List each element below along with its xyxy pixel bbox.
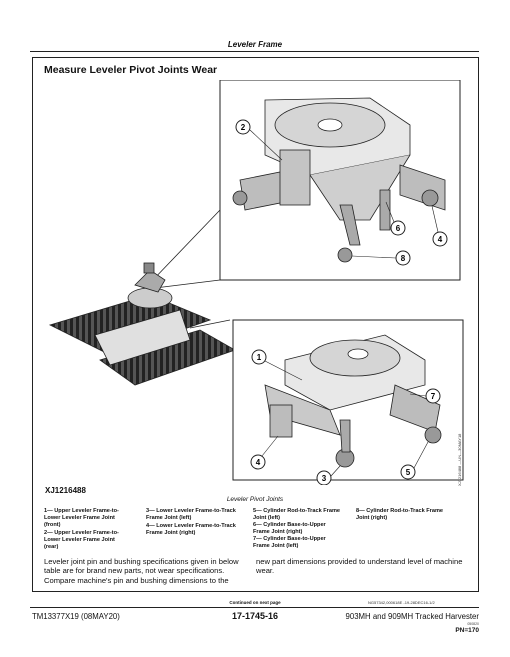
footer-page-number: 17-1745-16 — [231, 611, 279, 621]
page-header-title: Leveler Frame — [227, 40, 283, 49]
figure-vertical-code: XJ1216488 —UN—30MAY18 — [457, 433, 462, 486]
continued-note: Continued on next page — [229, 600, 281, 605]
legend-item-8: 8— Cylinder Rod-to-Track Frame Joint (ri… — [356, 508, 444, 521]
figure-caption: Leveler Pivot Joints — [226, 496, 284, 503]
footer-pn: PN=170 — [455, 627, 479, 634]
top-callouts: 2 4 6 8 — [235, 119, 448, 266]
callout-5-bottom: 5 — [406, 468, 411, 477]
legend-item-1: 1— Upper Leveler Frame-to- Lower Leveler… — [44, 508, 119, 528]
callout-7-bottom: 7 — [431, 392, 436, 401]
callout-2-top: 2 — [241, 123, 246, 132]
cross-reference-code: NG57342,000618E -19-28DEC16-1/2 — [368, 600, 435, 605]
top-detail-drawing — [232, 97, 446, 263]
callout-3-bottom: 3 — [322, 474, 327, 483]
bottom-callouts: 1 7 4 3 5 — [250, 349, 441, 485]
leveler-pivot-joints-illustration: 2 4 6 8 1 7 — [48, 80, 464, 485]
section-title: Measure Leveler Pivot Joints Wear — [44, 64, 218, 76]
footer-manual-id: TM13377X19 (08MAY20) — [32, 612, 120, 621]
body-text-right: new part dimensions provided to understa… — [256, 557, 463, 576]
callout-4-top: 4 — [438, 235, 443, 244]
legend-item-4: 4— Lower Leveler Frame-to-Track Frame Jo… — [146, 523, 236, 536]
legend-item-2: 2— Upper Leveler Frame-to- Lower Leveler… — [44, 530, 119, 550]
legend-item-3: 3— Lower Leveler Frame-to-Track Frame Jo… — [146, 508, 236, 521]
tracked-machine-drawing — [48, 262, 236, 386]
callout-6-top: 6 — [396, 224, 401, 233]
legend-item-7: 7— Cylinder Base-to-Upper Frame Joint (l… — [253, 536, 326, 549]
footer-rule — [30, 607, 479, 608]
callout-1-bottom: 1 — [257, 353, 262, 362]
footer-date-code: 050820 — [467, 622, 479, 626]
callout-4-bottom: 4 — [256, 458, 261, 467]
body-text-left: Leveler joint pin and bushing specificat… — [44, 557, 239, 585]
bottom-detail-drawing — [264, 334, 442, 468]
legend-item-5: 5— Cylinder Rod-to-Track Frame Joint (le… — [253, 508, 341, 521]
callout-8-top: 8 — [401, 254, 406, 263]
header-rule — [30, 51, 479, 52]
content-frame — [32, 57, 479, 592]
legend-item-6: 6— Cylinder Base-to-Upper Frame Joint (r… — [253, 522, 326, 535]
figure-reference: XJ1216488 — [45, 486, 86, 495]
footer-model-name: 903MH and 909MH Tracked Harvester — [345, 612, 479, 621]
